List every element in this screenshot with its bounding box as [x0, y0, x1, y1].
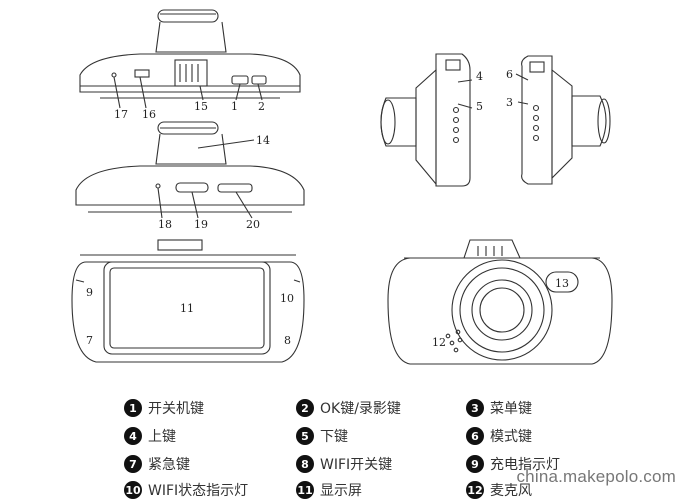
- legend-label: 紧急键: [148, 457, 190, 473]
- top-view-upper: [79, 9, 301, 109]
- callout-5: 5: [476, 100, 483, 113]
- legend-item: 10 WIFI状态指示灯: [124, 479, 248, 501]
- callout-10: 10: [280, 292, 294, 305]
- legend-label: WIFI开关键: [320, 457, 393, 473]
- callout-7: 7: [86, 334, 93, 347]
- legend-label: WIFI状态指示灯: [148, 483, 249, 499]
- legend-item: 3 菜单键: [466, 397, 532, 419]
- callout-6: 6: [506, 68, 513, 81]
- legend-badge: 3: [466, 399, 484, 417]
- legend-label: OK键/录影键: [320, 401, 401, 417]
- legend-label: 上键: [148, 429, 176, 445]
- legend-item: 9 充电指示灯: [466, 453, 560, 475]
- callout-19: 19: [194, 218, 208, 231]
- callout-15: 15: [194, 100, 208, 113]
- front-view: [387, 239, 613, 365]
- legend-item: 5 下键: [296, 425, 348, 447]
- callout-14: 14: [256, 134, 270, 147]
- legend-label: 开关机键: [148, 401, 204, 417]
- legend-badge: 4: [124, 427, 142, 445]
- callout-3: 3: [506, 96, 513, 109]
- legend-badge: 6: [466, 427, 484, 445]
- legend-badge: 8: [296, 455, 314, 473]
- callout-9: 9: [86, 286, 93, 299]
- legend-badge: 7: [124, 455, 142, 473]
- callout-17: 17: [114, 108, 128, 121]
- callout-4: 4: [476, 70, 483, 83]
- legend-badge: 2: [296, 399, 314, 417]
- legend-label: 充电指示灯: [490, 457, 560, 473]
- legend-item: 4 上键: [124, 425, 176, 447]
- legend-item: 7 紧急键: [124, 453, 190, 475]
- callout-20: 20: [246, 218, 260, 231]
- legend-label: 显示屏: [320, 483, 362, 499]
- legend-badge: 12: [466, 481, 484, 499]
- callout-2: 2: [258, 100, 265, 113]
- legend-item: 11 显示屏: [296, 479, 362, 501]
- side-view-right: [515, 55, 611, 185]
- dashcam-diagram: 1 2 17 16 15 14 18 19 20 4 5 6 3 11 9 10…: [71, 9, 613, 365]
- legend-badge: 5: [296, 427, 314, 445]
- legend-label: 下键: [320, 429, 348, 445]
- legend-item: 1 开关机键: [124, 397, 204, 419]
- callout-16: 16: [142, 108, 156, 121]
- legend-badge: 11: [296, 481, 314, 499]
- callout-1: 1: [231, 100, 238, 113]
- legend-label: 模式键: [490, 429, 532, 445]
- callout-12: 12: [432, 336, 446, 349]
- legend-item: 2 OK键/录影键: [296, 397, 401, 419]
- callout-11: 11: [180, 302, 194, 315]
- legend-badge: 9: [466, 455, 484, 473]
- legend-badge: 10: [124, 481, 142, 499]
- callout-13: 13: [555, 277, 569, 290]
- back-view: [71, 239, 305, 363]
- callout-18: 18: [158, 218, 172, 231]
- legend-item: 8 WIFI开关键: [296, 453, 392, 475]
- callout-8: 8: [284, 334, 291, 347]
- legend-label: 菜单键: [490, 401, 532, 417]
- legend-item: 6 模式键: [466, 425, 532, 447]
- side-view-left: [380, 53, 473, 187]
- watermark: china.makepolo.com: [516, 467, 676, 486]
- legend-badge: 1: [124, 399, 142, 417]
- top-view-lower: [75, 121, 305, 219]
